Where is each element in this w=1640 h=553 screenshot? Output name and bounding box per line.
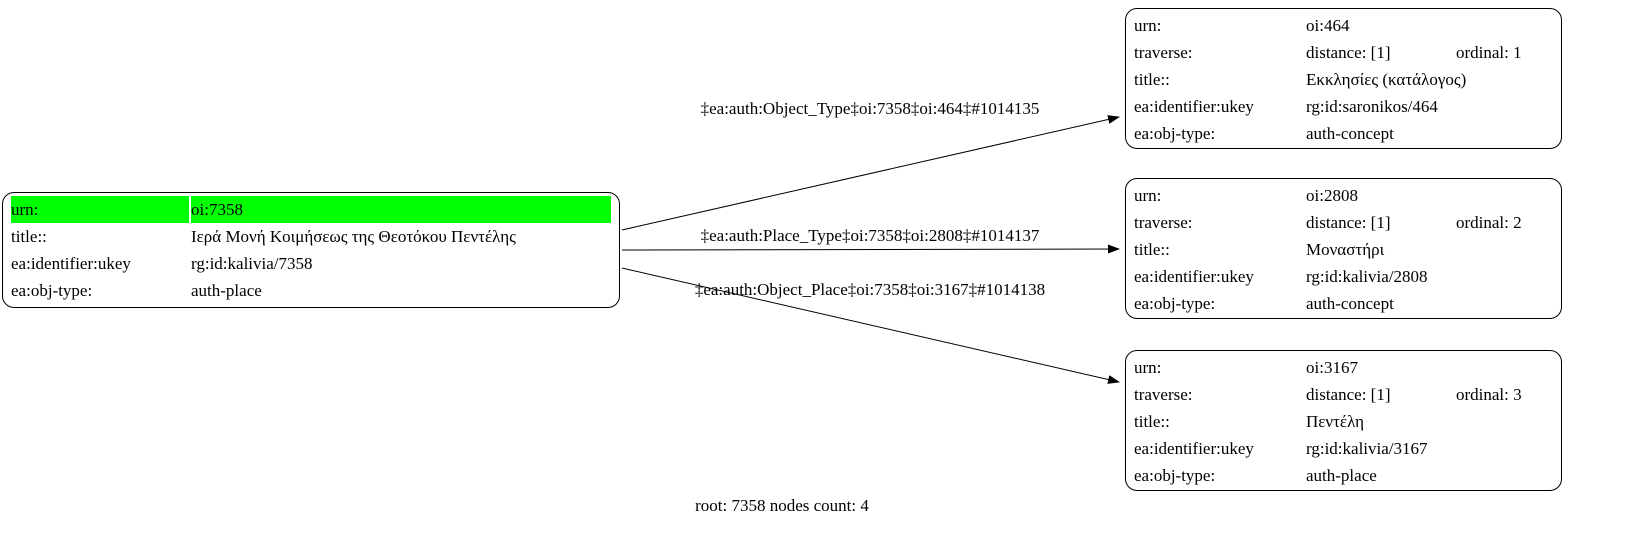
edge-label-place-type: ‡ea:auth:Place_Type‡oi:7358‡oi:2808‡#101… [700, 226, 1040, 245]
field-value: rg:id:kalivia/7358 [191, 254, 313, 273]
field-value: auth-place [191, 281, 262, 300]
node-row-urn: urn: oi:7358 [11, 196, 611, 223]
node-row-traverse: traverse: distance: [1] ordinal: 2 [1134, 209, 1553, 236]
edge-object-type [621, 115, 1120, 231]
field-key: title:: [1134, 70, 1170, 89]
field-distance: distance: [1] [1306, 43, 1391, 62]
node-2808: urn: oi:2808 traverse: distance: [1] ord… [1125, 178, 1562, 319]
node-row-identifier: ea:identifier:ukey rg:id:kalivia/2808 [1134, 263, 1553, 290]
field-key: ea:obj-type: [1134, 124, 1216, 143]
node-row-title: title:: Πεντέλη [1134, 408, 1553, 435]
field-key: urn: [11, 196, 189, 223]
field-value: oi:3167 [1306, 358, 1358, 377]
edge-place-type [621, 244, 1120, 254]
node-row-objtype: ea:obj-type: auth-place [1134, 462, 1553, 489]
field-key: traverse: [1134, 213, 1193, 232]
field-ordinal: ordinal: 2 [1456, 213, 1522, 232]
node-464: urn: oi:464 traverse: distance: [1] ordi… [1125, 8, 1562, 149]
field-key: ea:obj-type: [1134, 294, 1216, 313]
field-key: ea:obj-type: [11, 281, 93, 300]
node-3167: urn: oi:3167 traverse: distance: [1] ord… [1125, 350, 1562, 491]
field-value: auth-concept [1306, 294, 1394, 313]
node-row-traverse: traverse: distance: [1] ordinal: 1 [1134, 39, 1553, 66]
node-row-objtype: ea:obj-type: auth-place [11, 277, 611, 304]
node-row-urn: urn: oi:2808 [1134, 182, 1553, 209]
node-row-title: title:: Μοναστήρι [1134, 236, 1553, 263]
field-key: traverse: [1134, 385, 1193, 404]
field-value: rg:id:saronikos/464 [1306, 97, 1438, 116]
field-value: Μοναστήρι [1306, 240, 1385, 259]
field-ordinal: ordinal: 3 [1456, 385, 1522, 404]
field-key: urn: [1134, 16, 1162, 35]
field-value: auth-place [1306, 466, 1377, 485]
field-distance: distance: [1] [1306, 385, 1391, 404]
edge-label-object-type: ‡ea:auth:Object_Type‡oi:7358‡oi:464‡#101… [700, 99, 1040, 118]
field-key: traverse: [1134, 43, 1193, 62]
field-value: Πεντέλη [1306, 412, 1365, 431]
edge-object-place [621, 267, 1120, 384]
field-distance: distance: [1] [1306, 213, 1391, 232]
node-root-7358: urn: oi:7358 title:: Ιερά Μονή Κοιμήσεως… [2, 192, 620, 308]
node-row-identifier: ea:identifier:ukey rg:id:saronikos/464 [1134, 93, 1553, 120]
field-value: oi:7358 [191, 196, 611, 223]
node-row-objtype: ea:obj-type: auth-concept [1134, 120, 1553, 147]
field-key: title:: [1134, 240, 1170, 259]
node-row-title: title:: Εκκλησίες (κατάλογος) [1134, 66, 1553, 93]
node-row-identifier: ea:identifier:ukey rg:id:kalivia/7358 [11, 250, 611, 277]
field-key: ea:identifier:ukey [1134, 439, 1254, 458]
edge-label-object-place: ‡ea:auth:Object_Place‡oi:7358‡oi:3167‡#1… [694, 280, 1046, 299]
node-row-urn: urn: oi:464 [1134, 12, 1553, 39]
field-key: ea:identifier:ukey [11, 254, 131, 273]
field-key: title:: [11, 227, 47, 246]
node-row-urn: urn: oi:3167 [1134, 354, 1553, 381]
field-value: oi:464 [1306, 16, 1350, 35]
field-value: rg:id:kalivia/2808 [1306, 267, 1428, 286]
node-row-traverse: traverse: distance: [1] ordinal: 3 [1134, 381, 1553, 408]
field-key: title:: [1134, 412, 1170, 431]
field-value: Εκκλησίες (κατάλογος) [1306, 70, 1467, 89]
field-key: urn: [1134, 186, 1162, 205]
field-key: ea:identifier:ukey [1134, 267, 1254, 286]
field-value: Ιερά Μονή Κοιμήσεως της Θεοτόκου Πεντέλη… [191, 227, 516, 246]
field-value: rg:id:kalivia/3167 [1306, 439, 1428, 458]
field-value: auth-concept [1306, 124, 1394, 143]
node-row-title: title:: Ιερά Μονή Κοιμήσεως της Θεοτόκου… [11, 223, 611, 250]
field-ordinal: ordinal: 1 [1456, 43, 1522, 62]
graph-caption: root: 7358 nodes count: 4 [695, 496, 869, 515]
field-key: urn: [1134, 358, 1162, 377]
node-row-identifier: ea:identifier:ukey rg:id:kalivia/3167 [1134, 435, 1553, 462]
node-row-objtype: ea:obj-type: auth-concept [1134, 290, 1553, 317]
field-key: ea:obj-type: [1134, 466, 1216, 485]
field-key: ea:identifier:ukey [1134, 97, 1254, 116]
field-value: oi:2808 [1306, 186, 1358, 205]
